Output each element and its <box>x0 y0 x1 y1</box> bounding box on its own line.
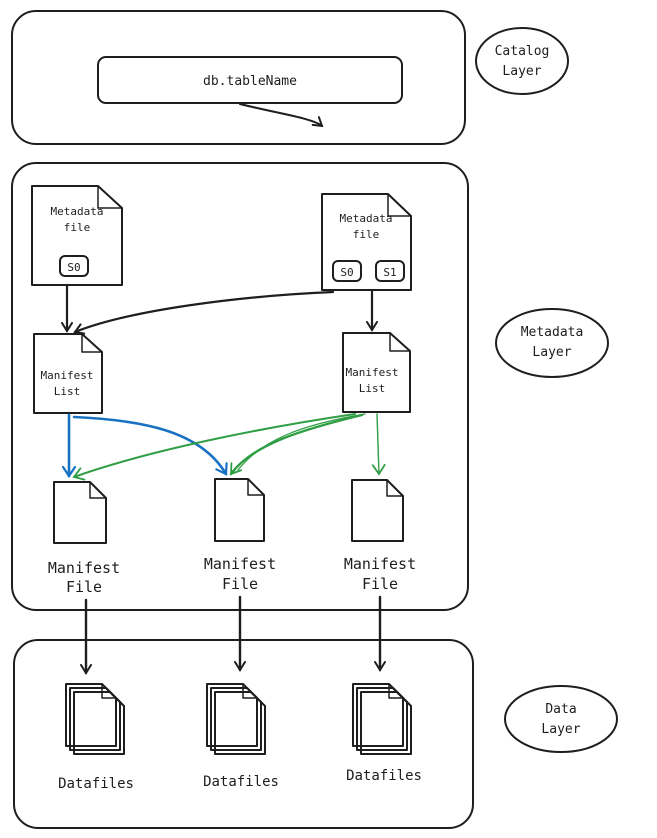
manifest-list-2-fold <box>389 332 411 352</box>
datafile-icon <box>65 683 117 747</box>
datafile-sheet-middle <box>210 687 262 751</box>
manifest-list-1: Manifest List <box>33 333 103 414</box>
catalog-to-metadata-arrow <box>239 103 324 128</box>
datafile-fold <box>388 683 404 699</box>
list2-to-manifest2-arrow-sketch <box>237 413 366 471</box>
manifest-list-1-label-2: List <box>54 385 81 398</box>
metadata-file-1-label-1: Metadata <box>51 205 104 218</box>
metadata-file-2-fold <box>387 193 412 217</box>
manifest-file-3-label-1: Manifest <box>344 555 416 573</box>
catalog-layer: db.tableName Catalog Layer <box>11 10 569 145</box>
datafile-icon <box>352 683 404 747</box>
data-layer: Data Layer Datafiles Datafiles Datafiles <box>13 639 618 829</box>
metadata-file-2-label-2: file <box>353 228 380 241</box>
manifest-file-1-icon <box>53 481 107 544</box>
data-layer-container <box>13 639 474 829</box>
datafile-sheet-back <box>360 691 412 755</box>
list2-to-manifest1-arrow <box>72 413 356 481</box>
datafile-sheet-middle <box>356 687 408 751</box>
datafile-fold <box>101 683 117 699</box>
snapshot-badge-s1 <box>375 260 405 282</box>
list2-to-manifest2-arrow <box>229 413 364 476</box>
datafile-fold <box>242 683 258 699</box>
metadata-file-1: Metadata file S0 <box>31 185 123 286</box>
metadata-layer-label-2: Layer <box>532 345 571 360</box>
datafiles-label-3: Datafiles <box>346 768 422 784</box>
manifest-file-1-label-1: Manifest <box>48 559 120 577</box>
manifest-list-2-label-2: List <box>359 382 386 395</box>
manifest-file-1-label-2: File <box>66 578 102 596</box>
data-layer-label-1: Data <box>545 702 576 717</box>
snapshot-badge-s0 <box>59 255 89 277</box>
metadata-file-2-icon <box>321 193 412 291</box>
datafiles-stack-3: Datafiles <box>346 683 422 784</box>
metadata-file-2: Metadata file S0 S1 <box>321 193 412 291</box>
metadata-file-1-label-2: file <box>64 221 91 234</box>
manifest-list-2-label-1: Manifest <box>346 366 399 379</box>
list2-to-manifest3-arrow <box>371 413 386 476</box>
snapshot-badge-s0 <box>332 260 362 282</box>
data-layer-label-2: Layer <box>541 722 580 737</box>
manifest-list-2-icon <box>342 332 411 413</box>
catalog-layer-label-2: Layer <box>502 64 541 79</box>
datafile-sheet-middle <box>69 687 121 751</box>
manifest-file-3-icon <box>351 479 404 542</box>
table-name-text: db.tableName <box>203 74 297 89</box>
manifest-file-3-label-2: File <box>362 575 398 593</box>
manifest-file-2-fold <box>247 478 265 496</box>
metadata-layer: Metadata Layer Metadata file S0 Metadata… <box>11 162 609 611</box>
list1-to-manifest2-arrow <box>72 415 226 474</box>
manifest-file-1: Manifest File <box>48 481 120 596</box>
catalog-layer-label-1: Catalog <box>495 44 550 59</box>
manifest-file-2: Manifest File <box>204 478 276 593</box>
manifest-file-2-icon <box>214 478 265 542</box>
snapshot-badge-s1-label: S1 <box>383 266 396 279</box>
metadata2-to-list1-arrow <box>73 290 335 335</box>
catalog-layer-container <box>11 10 466 145</box>
datafiles-label-2: Datafiles <box>203 774 279 790</box>
manifest-list-2: Manifest List <box>342 332 411 413</box>
datafiles-stack-2: Datafiles <box>203 683 279 790</box>
manifest-list-1-icon <box>33 333 103 414</box>
manifest-file-2-label-2: File <box>222 575 258 593</box>
datafiles-stack-1: Datafiles <box>58 683 134 792</box>
manifest-file-1-fold <box>89 481 107 499</box>
snapshot-badge-s0-label: S0 <box>340 266 353 279</box>
manifest-file-3: Manifest File <box>344 479 416 593</box>
metadata-file-1-icon <box>31 185 123 286</box>
metadata-file-1-fold <box>97 185 123 209</box>
table-name-box <box>97 56 403 104</box>
manifest-list-1-label-1: Manifest <box>41 369 94 382</box>
datafiles-label-1: Datafiles <box>58 776 134 792</box>
datafile-icon <box>206 683 258 747</box>
manifest-file-3-fold <box>386 479 404 497</box>
metadata-layer-label-1: Metadata <box>521 325 584 340</box>
datafile-sheet-back <box>73 691 125 755</box>
manifest-list-1-fold <box>81 333 103 353</box>
manifest-file-2-label-1: Manifest <box>204 555 276 573</box>
metadata-file-2-label-1: Metadata <box>340 212 393 225</box>
catalog-layer-ellipse <box>475 27 569 95</box>
metadata-layer-ellipse <box>495 308 609 378</box>
snapshot-badge-s0-label: S0 <box>67 261 80 274</box>
data-layer-ellipse <box>504 685 618 753</box>
datafile-sheet-back <box>214 691 266 755</box>
